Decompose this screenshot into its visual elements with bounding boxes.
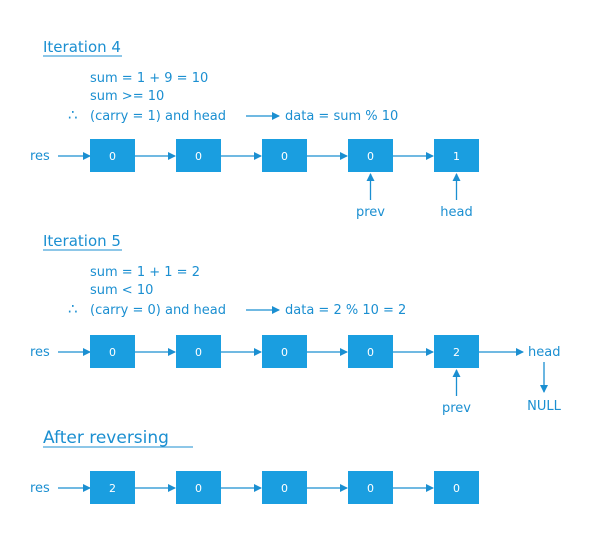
section-title-iteration-4: Iteration 4	[43, 38, 121, 56]
node-value: 0	[195, 150, 202, 163]
list-node: 2	[434, 335, 479, 368]
prev-pointer-label: prev	[356, 205, 385, 220]
list-node: 0	[176, 139, 221, 172]
therefore-symbol: ∴	[68, 300, 78, 318]
node-value: 0	[367, 346, 374, 359]
list-node: 0	[262, 335, 307, 368]
section-title-iteration-5: Iteration 5	[43, 232, 121, 250]
list-node: 0	[348, 139, 393, 172]
list-node: 1	[434, 139, 479, 172]
node-value: 0	[281, 482, 288, 495]
list-node: 0	[176, 471, 221, 504]
list-node: 0	[176, 335, 221, 368]
sum-line-1: sum = 1 + 9 = 10	[90, 71, 208, 86]
node-value: 2	[109, 482, 116, 495]
node-value: 0	[367, 150, 374, 163]
section-title-after-reversing: After reversing	[43, 428, 169, 448]
list-node: 2	[90, 471, 135, 504]
list-node: 0	[348, 471, 393, 504]
sum-line-1: sum = 1 + 1 = 2	[90, 265, 200, 280]
node-value: 1	[453, 150, 460, 163]
conclusion-before: (carry = 1) and head	[90, 109, 226, 124]
sum-line-2: sum >= 10	[90, 89, 164, 104]
list-node: 0	[90, 335, 135, 368]
node-value: 0	[195, 482, 202, 495]
conclusion-after: data = 2 % 10 = 2	[285, 303, 406, 318]
list-node: 0	[90, 139, 135, 172]
node-value: 0	[281, 150, 288, 163]
list-node: 0	[348, 335, 393, 368]
list-node: 0	[262, 139, 307, 172]
tail-head-label: head	[528, 345, 560, 360]
head-pointer-label: head	[440, 205, 472, 220]
res-label: res	[30, 481, 50, 496]
therefore-symbol: ∴	[68, 106, 78, 124]
node-value: 0	[195, 346, 202, 359]
node-value: 2	[453, 346, 460, 359]
node-value: 0	[367, 482, 374, 495]
node-value: 0	[109, 346, 116, 359]
prev-pointer-label: prev	[442, 401, 471, 416]
null-label: NULL	[527, 399, 561, 414]
list-node: 0	[434, 471, 479, 504]
res-label: res	[30, 149, 50, 164]
conclusion-before: (carry = 0) and head	[90, 303, 226, 318]
sum-line-2: sum < 10	[90, 283, 153, 298]
list-node: 0	[262, 471, 307, 504]
conclusion-after: data = sum % 10	[285, 109, 398, 124]
res-label: res	[30, 345, 50, 360]
node-value: 0	[453, 482, 460, 495]
node-value: 0	[281, 346, 288, 359]
node-value: 0	[109, 150, 116, 163]
